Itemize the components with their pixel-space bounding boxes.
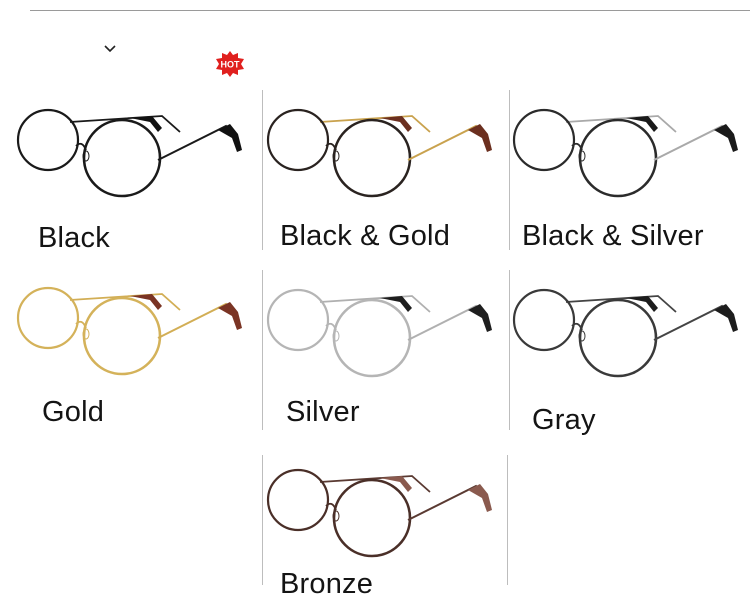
back-lens — [266, 288, 330, 352]
front-lens — [332, 478, 412, 558]
front-lens — [578, 298, 658, 378]
glasses-image-black-gold[interactable] — [262, 90, 502, 210]
front-lens — [82, 118, 162, 198]
back-lens — [512, 288, 576, 352]
front-temple-tip — [468, 484, 492, 512]
back-temple — [565, 295, 677, 313]
cell-divider — [262, 270, 263, 430]
back-lens — [16, 286, 80, 350]
back-lens — [266, 468, 330, 532]
top-divider — [30, 10, 750, 11]
cell-divider — [509, 90, 510, 250]
front-temple-tip — [218, 124, 242, 152]
back-lens — [266, 108, 330, 172]
product-label-black-silver: Black & Silver — [522, 220, 704, 252]
glasses-image-gray[interactable] — [508, 270, 748, 390]
cell-divider — [509, 270, 510, 430]
back-temple — [319, 115, 431, 133]
product-label-gold: Gold — [42, 396, 105, 428]
back-temple — [69, 115, 181, 133]
back-temple-tip — [626, 116, 658, 132]
glasses-image-silver[interactable] — [262, 270, 502, 390]
chevron-down-icon[interactable] — [103, 44, 117, 54]
product-label-black-gold: Black & Gold — [280, 220, 451, 252]
back-temple — [319, 475, 431, 493]
hot-badge-icon: HOT — [216, 51, 244, 77]
back-temple-tip — [380, 296, 412, 312]
back-temple — [319, 295, 431, 313]
back-temple-tip — [380, 476, 412, 492]
front-lens — [332, 298, 412, 378]
back-temple-tip — [130, 116, 162, 132]
back-lens — [512, 108, 576, 172]
cell-divider — [507, 455, 508, 585]
front-temple-tip — [468, 124, 492, 152]
glasses-image-black[interactable] — [12, 90, 252, 210]
glasses-image-black-silver[interactable] — [508, 90, 748, 210]
front-temple-tip — [218, 302, 242, 330]
product-label-silver: Silver — [286, 396, 360, 428]
front-lens — [578, 118, 658, 198]
product-label-gray: Gray — [532, 404, 596, 436]
front-lens — [332, 118, 412, 198]
product-label-bronze: Bronze — [280, 568, 374, 600]
back-lens — [16, 108, 80, 172]
cell-divider — [262, 455, 263, 585]
back-temple-tip — [626, 296, 658, 312]
product-label-black: Black — [38, 222, 110, 254]
cell-divider — [262, 90, 263, 250]
hot-badge-text: HOT — [221, 60, 241, 70]
glasses-image-bronze[interactable] — [262, 450, 502, 570]
back-temple — [565, 115, 677, 133]
glasses-image-gold[interactable] — [12, 268, 252, 388]
back-temple-tip — [380, 116, 412, 132]
back-temple — [69, 293, 181, 311]
back-temple-tip — [130, 294, 162, 310]
front-temple-tip — [468, 304, 492, 332]
front-lens — [82, 296, 162, 376]
front-temple-tip — [714, 124, 738, 152]
front-temple-tip — [714, 304, 738, 332]
